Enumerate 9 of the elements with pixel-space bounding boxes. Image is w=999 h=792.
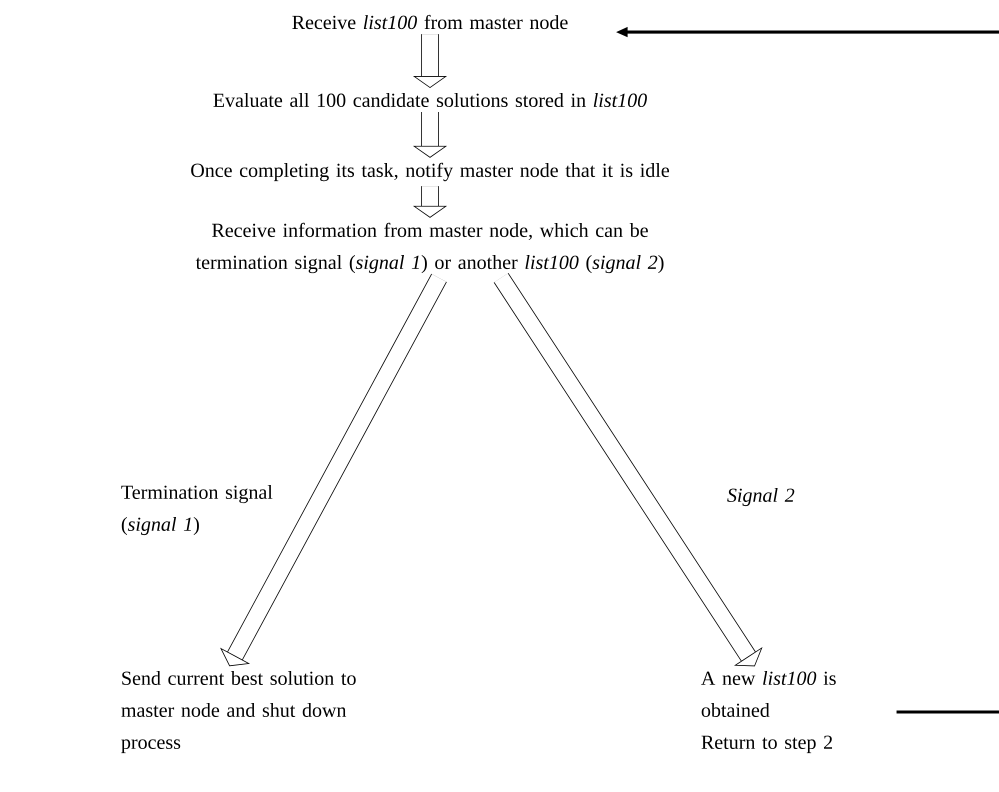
step-text: Receive information from master node, which can be termination signal (signal 1) or another list100 (signal 2) xyxy=(196,222,664,274)
step-text: Receive list100 from master node xyxy=(292,14,568,30)
block-arrow xyxy=(494,272,763,666)
step-text: A new list100 is obtained Return to step 2 xyxy=(701,670,836,754)
step-text: Once completing its task, notify master node that it is idle xyxy=(191,162,670,182)
step-text: Send current best solution to master node and shut down process xyxy=(121,670,356,754)
edge-label: Termination signal (signal 1) xyxy=(121,484,272,536)
step-text: Evaluate all 100 candidate solutions stored in list100 xyxy=(213,92,647,108)
edge-label: Signal 2 xyxy=(727,488,794,506)
